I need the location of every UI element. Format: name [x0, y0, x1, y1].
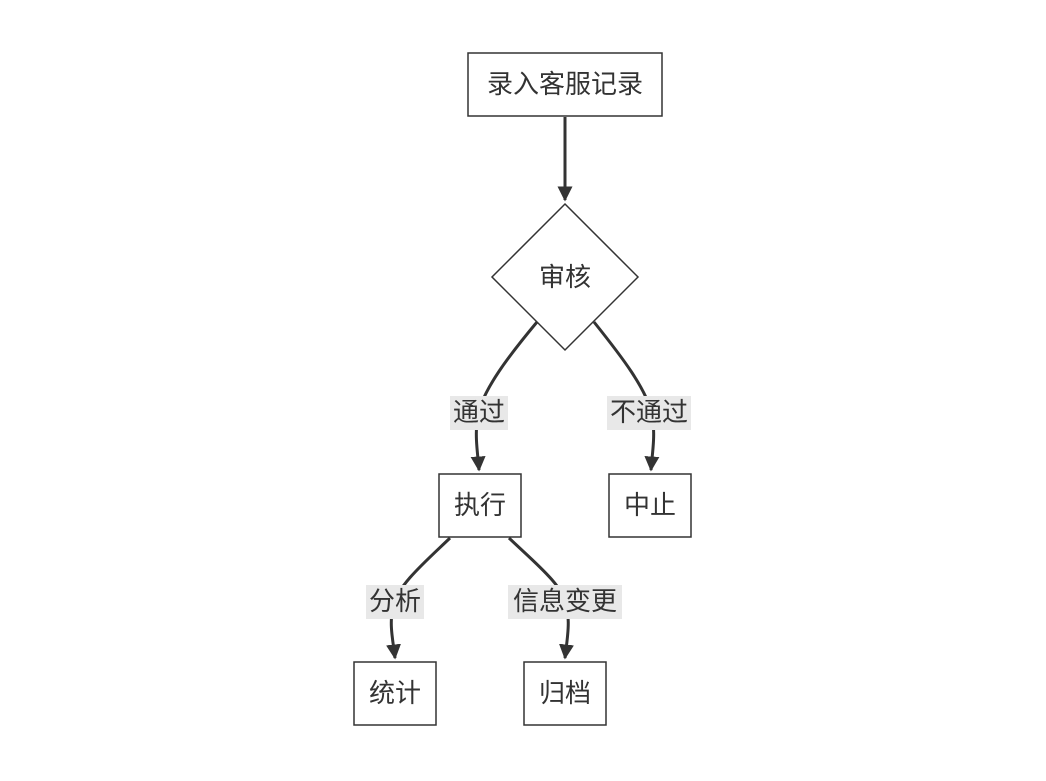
node-review-text: 审核 [539, 263, 591, 293]
edge-label-pass: 通过 [450, 396, 508, 430]
node-archive: 归档 [523, 661, 607, 726]
edge-label-fail-text: 不通过 [610, 398, 688, 428]
node-review: 审核 [490, 202, 640, 352]
edge-label-info-change: 信息变更 [508, 585, 622, 619]
edge-label-analyze-text: 分析 [369, 587, 421, 617]
node-archive-text: 归档 [539, 679, 591, 709]
edge-label-pass-text: 通过 [453, 398, 505, 428]
edge-label-info-change-text: 信息变更 [513, 587, 617, 617]
node-statistics-text: 统计 [369, 679, 421, 709]
node-execute: 执行 [438, 473, 522, 538]
node-statistics: 统计 [353, 661, 437, 726]
node-entry-text: 录入客服记录 [487, 70, 643, 100]
edge-label-fail: 不通过 [607, 396, 691, 430]
edge-label-analyze: 分析 [366, 585, 424, 619]
node-stop: 中止 [608, 473, 692, 538]
node-stop-text: 中止 [624, 491, 676, 521]
node-execute-text: 执行 [454, 491, 506, 521]
node-entry: 录入客服记录 [467, 52, 663, 117]
